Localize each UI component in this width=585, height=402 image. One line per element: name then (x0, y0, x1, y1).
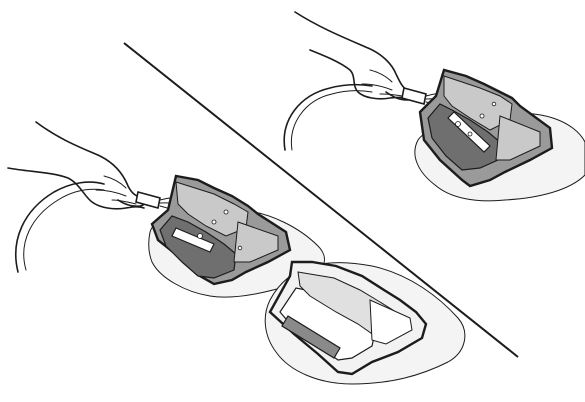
scene-rinse-top-right (284, 12, 585, 201)
hose-inner (291, 91, 372, 150)
clean-part (265, 262, 465, 384)
scene-rinse-bottom-left (8, 122, 324, 297)
hose-left (16, 182, 104, 272)
hand-left (8, 122, 145, 209)
hand (295, 12, 412, 100)
hose-nozzle (402, 88, 426, 104)
